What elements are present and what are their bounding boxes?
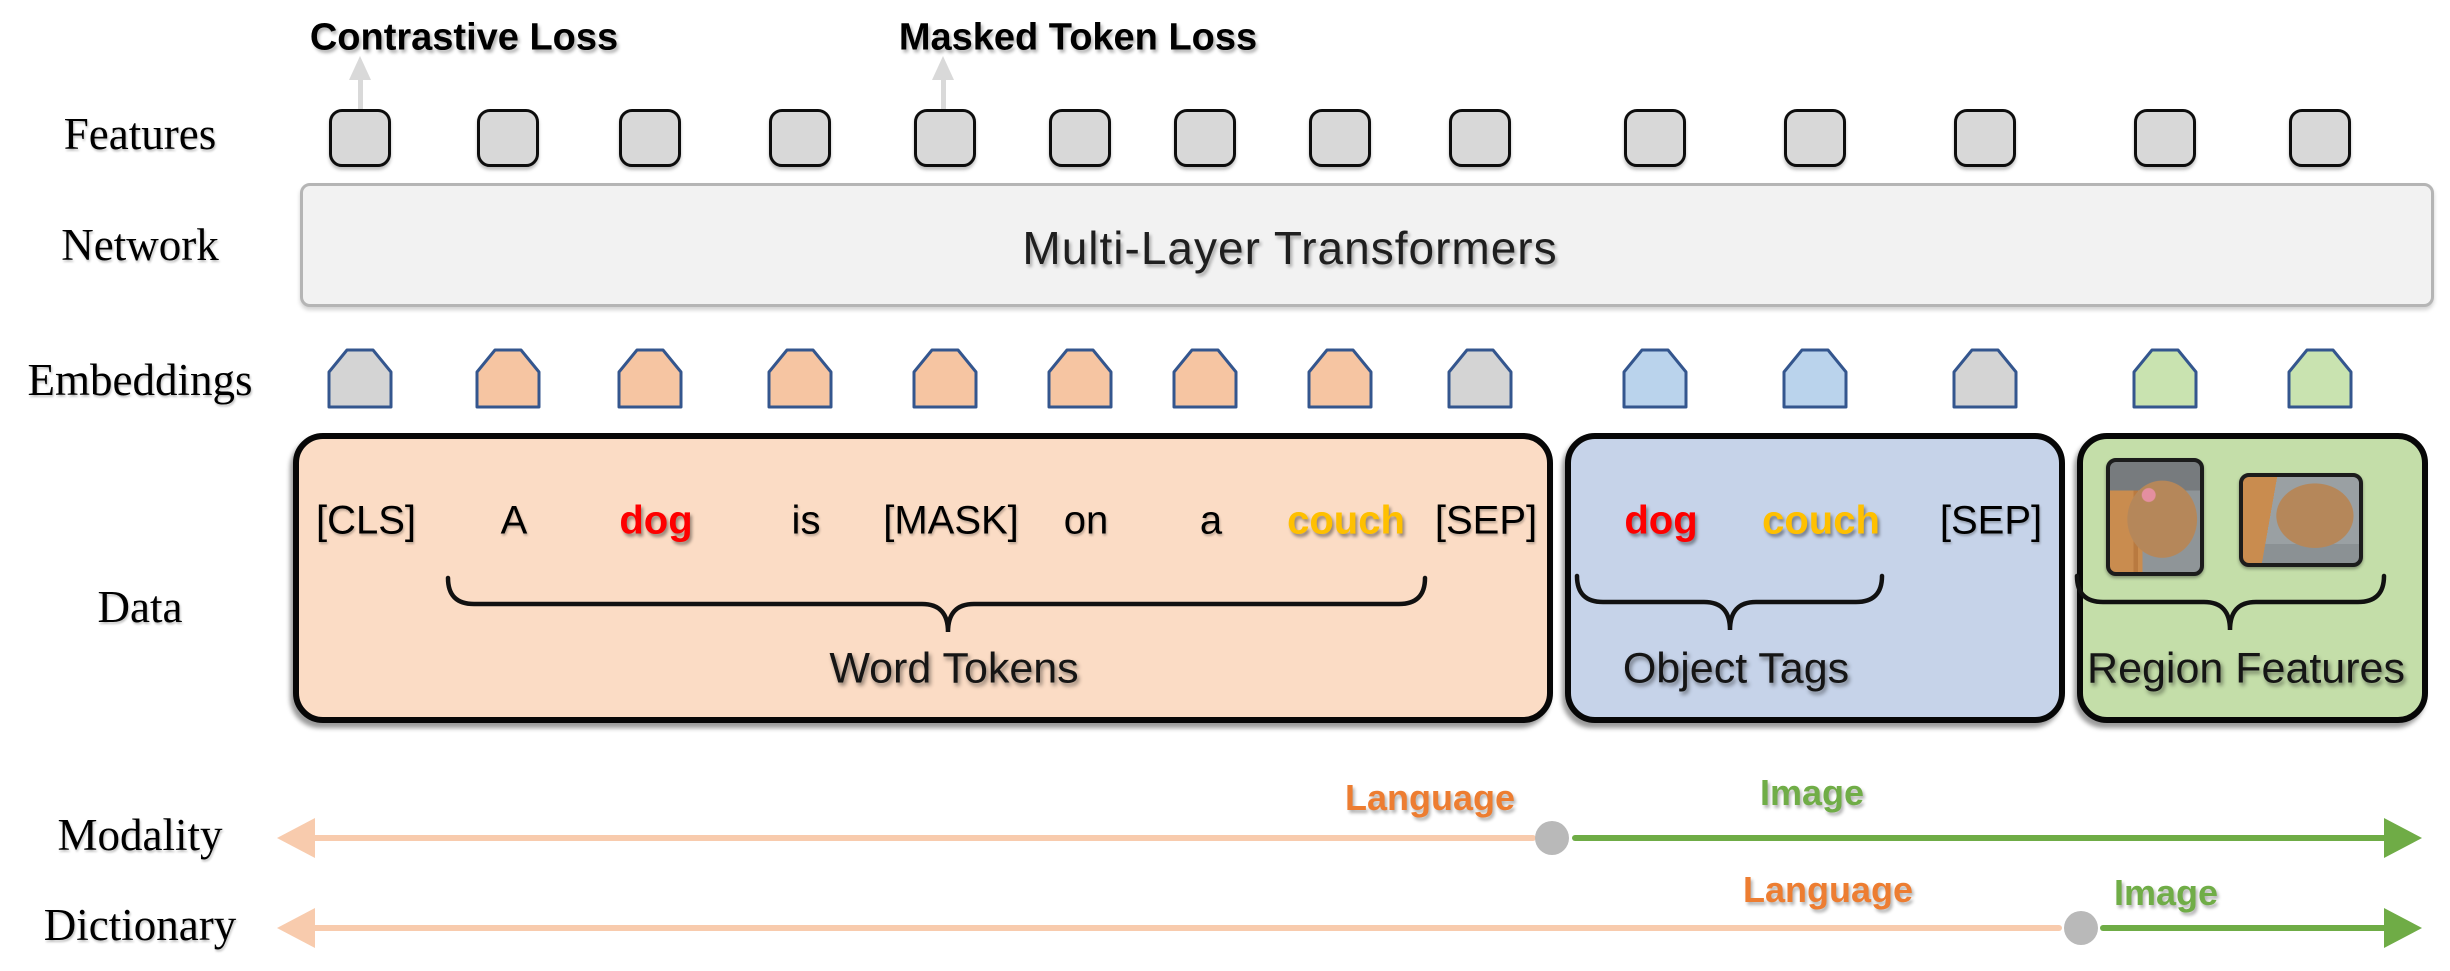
contrastive-loss-arrow-stem <box>358 78 363 109</box>
token-mask: [MASK] <box>883 498 1019 543</box>
token-dog: dog <box>619 498 693 543</box>
feature-box <box>329 109 391 167</box>
masked-token-loss-arrow-icon <box>932 56 954 80</box>
dictionary-image-label: Image <box>2113 872 2219 913</box>
row-label-embeddings: Embeddings <box>27 355 253 405</box>
modality-language-label: Language <box>1344 777 1516 818</box>
contrastive-loss-label: Contrastive Loss <box>309 16 619 59</box>
embedding-special-icon <box>1447 348 1513 409</box>
feature-box <box>619 109 681 167</box>
row-label-modality: Modality <box>57 810 223 860</box>
token-couch: couch <box>1762 498 1880 543</box>
object-tags-caption: Object Tags <box>1622 644 1850 693</box>
embedding-region-icon <box>2287 348 2353 409</box>
multi-layer-transformers-label: Multi-Layer Transformers <box>1022 222 1558 274</box>
masked-token-loss-label: Masked Token Loss <box>898 16 1258 59</box>
embedding-word-icon <box>767 348 833 409</box>
token-on: on <box>1063 498 1109 543</box>
embedding-word-icon <box>1172 348 1238 409</box>
embedding-word-icon <box>912 348 978 409</box>
embedding-tag-icon <box>1622 348 1688 409</box>
token-dog: dog <box>1624 498 1698 543</box>
dictionary-image-arrowhead-icon <box>2384 908 2422 948</box>
feature-box <box>1954 109 2016 167</box>
feature-box <box>1624 109 1686 167</box>
modality-image-line <box>1572 835 2392 841</box>
feature-box <box>477 109 539 167</box>
row-label-features: Features <box>63 109 217 159</box>
feature-box <box>1309 109 1371 167</box>
object-tags-box: Object Tags dog couch [SEP] <box>1565 433 2065 723</box>
modality-language-arrowhead-icon <box>277 818 315 858</box>
embedding-region-icon <box>2132 348 2198 409</box>
token-sep: [SEP] <box>1434 498 1538 543</box>
feature-box <box>1449 109 1511 167</box>
token-cls: [CLS] <box>315 498 417 543</box>
embedding-word-icon <box>617 348 683 409</box>
modality-image-label: Image <box>1759 772 1865 813</box>
row-label-network: Network <box>61 220 219 270</box>
token-couch: couch <box>1287 498 1405 543</box>
row-label-data: Data <box>97 582 183 632</box>
modality-boundary-dot <box>1535 821 1569 855</box>
embedding-word-icon <box>1307 348 1373 409</box>
token-sep: [SEP] <box>1939 498 2043 543</box>
dog-upper-body-region-photo <box>2106 458 2204 576</box>
dictionary-language-label: Language <box>1742 869 1914 910</box>
dictionary-language-arrowhead-icon <box>277 908 315 948</box>
dog-legs-on-couch-region-photo <box>2239 473 2363 567</box>
feature-box <box>2289 109 2351 167</box>
embedding-word-icon <box>1047 348 1113 409</box>
modality-image-arrowhead-icon <box>2384 818 2422 858</box>
token-is: is <box>791 498 821 543</box>
masked-token-loss-arrow-stem <box>941 78 946 109</box>
token-a: A <box>500 498 528 543</box>
embedding-tag-icon <box>1782 348 1848 409</box>
region-features-caption: Region Features <box>2087 644 2405 693</box>
feature-box <box>1174 109 1236 167</box>
dictionary-image-line <box>2100 925 2392 931</box>
multi-layer-transformers-box <box>300 183 2434 307</box>
row-label-dictionary: Dictionary <box>43 900 237 950</box>
feature-box <box>1049 109 1111 167</box>
region-features-box: Region Features <box>2077 433 2428 723</box>
word-tokens-caption: Word Tokens <box>829 644 1079 693</box>
dictionary-boundary-dot <box>2064 911 2098 945</box>
token-a: a <box>1199 498 1223 543</box>
embedding-special-icon <box>1952 348 2018 409</box>
modality-language-line <box>310 835 1536 841</box>
feature-box <box>2134 109 2196 167</box>
feature-box <box>1784 109 1846 167</box>
embedding-special-icon <box>327 348 393 409</box>
feature-box <box>914 109 976 167</box>
dictionary-language-line <box>310 925 2062 931</box>
contrastive-loss-arrow-icon <box>349 56 371 80</box>
feature-box <box>769 109 831 167</box>
embedding-word-icon <box>475 348 541 409</box>
